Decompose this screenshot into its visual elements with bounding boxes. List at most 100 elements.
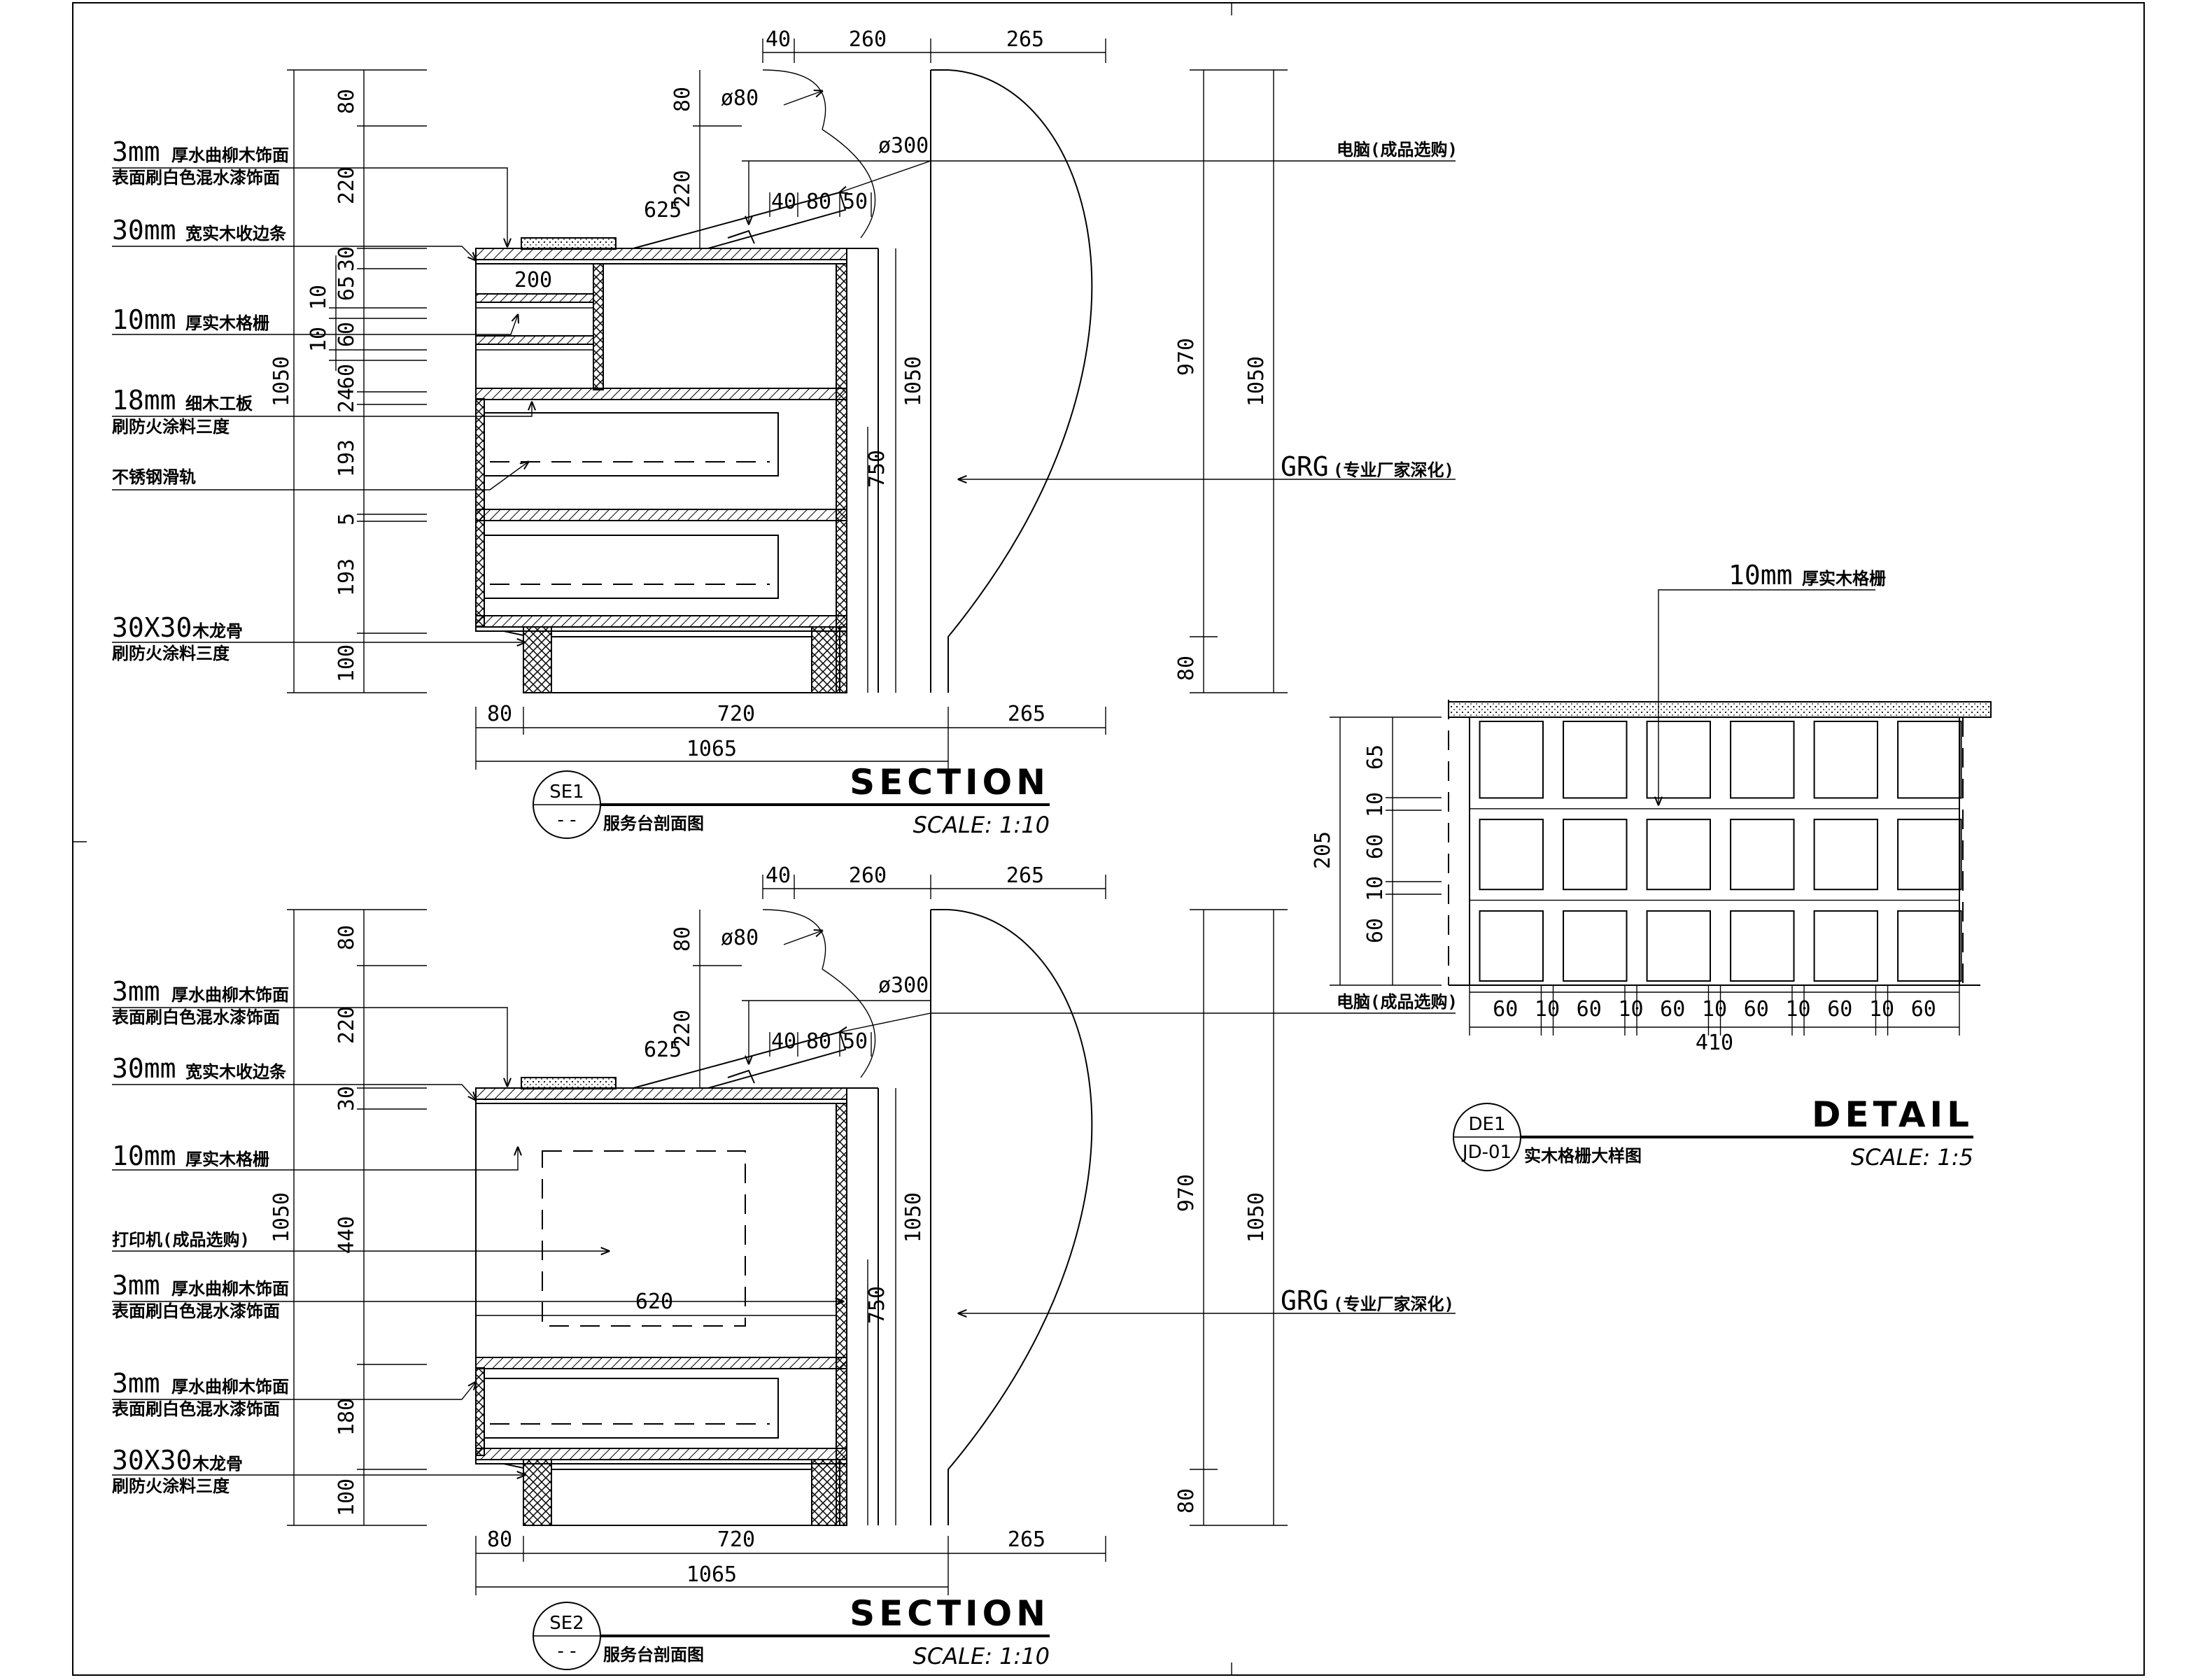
se1-ldim-3: 65	[334, 276, 359, 301]
se1-topdim-1: 260	[849, 27, 887, 52]
svg-text:3mm: 3mm	[112, 1368, 160, 1399]
se2-ldim-4: 180	[334, 1398, 359, 1436]
se1-keyboard	[521, 237, 617, 250]
se1-dim-ticks	[287, 69, 427, 693]
se1-ldim-4: 10	[307, 285, 331, 310]
se2-d970: 970	[1174, 1174, 1199, 1212]
de1-grid-cell	[1646, 721, 1712, 799]
svg-text:表面刷白色混水漆饰面: 表面刷白色混水漆饰面	[112, 1399, 280, 1419]
de1-grid-cell	[1479, 721, 1544, 799]
se2-ldim-2: 30	[334, 1086, 359, 1111]
de1-grid-cell	[1646, 910, 1712, 982]
se2-topsmall-1: 80	[806, 1029, 831, 1054]
se2-ldim-5: 100	[334, 1478, 359, 1516]
section-se2: 80 220 30 440 180 100 1050 40 260 265 80…	[112, 863, 1458, 1670]
svg-text:18mm: 18mm	[112, 385, 176, 416]
svg-text:30mm: 30mm	[112, 215, 176, 246]
svg-text:电脑(成品选购): 电脑(成品选购)	[1337, 140, 1458, 160]
se1-topsmall-2: 50	[843, 190, 868, 214]
de1-ldim-3: 10	[1363, 876, 1388, 901]
svg-text:厚水曲柳木饰面: 厚水曲柳木饰面	[171, 985, 289, 1005]
se2-phi300: ø300	[878, 973, 929, 998]
de1-grid-cell	[1646, 819, 1712, 891]
de1-bdim-4: 60	[1660, 997, 1685, 1022]
svg-text:不锈钢滑轨: 不锈钢滑轨	[112, 467, 196, 487]
de1-grid-cell	[1563, 910, 1628, 982]
se1-bdim-0: 80	[487, 702, 512, 726]
svg-text:GRG: GRG	[1281, 1285, 1329, 1316]
de1-grid-cell	[1479, 819, 1544, 891]
de1-bdim-total: 410	[1696, 1031, 1733, 1055]
de1-bdim-1: 10	[1535, 997, 1560, 1022]
de1-bdim-0: 60	[1493, 997, 1518, 1022]
svg-text:刷防火涂料三度: 刷防火涂料三度	[112, 417, 230, 437]
de1-bdim-7: 10	[1785, 997, 1810, 1022]
se2-printer	[542, 1150, 746, 1327]
se2-tag-caption: 服务台剖面图	[603, 1645, 704, 1665]
de1-scale: SCALE: 1:5	[1851, 1144, 1973, 1171]
se2-drawer	[484, 1378, 779, 1439]
de1-tag-top: DE1	[1469, 1114, 1506, 1135]
se2-callout-3: 打印机(成品选购)	[112, 1230, 609, 1251]
svg-text:30X30: 30X30	[112, 612, 192, 643]
se2-d80v: 80	[670, 926, 695, 952]
de1-grid-cell	[1730, 819, 1795, 891]
se1-rcallout-0: 电脑(成品选购)	[840, 140, 1458, 192]
se1-d1050-inner: 1050	[901, 356, 926, 407]
de1-grid-frame	[1469, 717, 1960, 986]
se2-ldim-total: 1050	[269, 1192, 294, 1243]
se1-ldim-1: 220	[334, 167, 359, 204]
de1-grid-cell	[1813, 819, 1879, 891]
se2-bdim-1: 720	[717, 1527, 755, 1552]
de1-bdim-5: 10	[1702, 997, 1727, 1022]
svg-text:10mm: 10mm	[112, 1141, 176, 1171]
svg-text:3mm: 3mm	[112, 136, 160, 167]
se1-callout-4: 不锈钢滑轨	[112, 462, 528, 490]
se1-countertop	[475, 248, 847, 260]
se1-d80-right: 80	[1174, 656, 1199, 681]
se1-d1050-right: 1050	[1244, 356, 1269, 407]
de1-ldim-0: 65	[1363, 744, 1388, 770]
de1-ldim-total: 205	[1311, 831, 1335, 869]
se1-carcass	[475, 263, 847, 632]
se2-callout-4: 3mm 厚水曲柳木饰面 表面刷白色混水漆饰面	[112, 1270, 843, 1321]
section-se1: 80 220 30 65 10 60 10 60 24 193 5 193 10…	[112, 27, 1458, 839]
se1-ldim-12: 100	[334, 644, 359, 682]
se1-rcallout-1: GRG (专业厂家深化)	[959, 451, 1456, 482]
svg-text:厚水曲柳木饰面: 厚水曲柳木饰面	[171, 1279, 289, 1299]
se2-d220v: 220	[670, 1010, 695, 1047]
se1-ldim-6: 10	[307, 327, 331, 352]
se1-bdim-1: 720	[717, 702, 755, 726]
se1-topsmall-1: 80	[806, 190, 831, 214]
se2-d1050-right: 1050	[1244, 1192, 1269, 1243]
se1-ldim-9: 193	[334, 439, 359, 477]
se1-tag-caption: 服务台剖面图	[603, 814, 704, 833]
svg-text:宽实木收边条: 宽实木收边条	[185, 224, 287, 243]
de1-grid-cells	[1470, 721, 1962, 982]
se1-tag-top: SE1	[549, 782, 584, 803]
de1-grid-cell	[1563, 721, 1628, 799]
se2-bdim-0: 80	[487, 1527, 512, 1552]
se2-callout-5: 3mm 厚水曲柳木饰面 表面刷白色混水漆饰面	[112, 1368, 476, 1419]
de1-grid-cell	[1897, 819, 1962, 891]
svg-text:刷防火涂料三度: 刷防火涂料三度	[112, 1476, 230, 1496]
se2-bdim-total: 1065	[686, 1562, 737, 1587]
se2-d625: 625	[644, 1038, 682, 1062]
de1-grid-cell	[1730, 721, 1795, 799]
svg-text:10mm: 10mm	[112, 304, 176, 335]
svg-text:(专业厂家深化): (专业厂家深化)	[1333, 1294, 1454, 1314]
se1-drawer-1	[484, 412, 779, 477]
se1-callout-2: 10mm 厚实木格栅	[112, 304, 518, 335]
de1-grid-cell	[1897, 910, 1962, 982]
de1-bdim-9: 10	[1869, 997, 1894, 1022]
se1-topdim-2: 265	[1006, 27, 1044, 52]
se1-vert-divider	[593, 263, 604, 390]
svg-text:细木工板: 细木工板	[185, 394, 253, 414]
de1-tag-caption: 实木格栅大样图	[1524, 1146, 1642, 1166]
svg-text:GRG: GRG	[1281, 451, 1329, 482]
se1-topdim-0: 40	[766, 27, 791, 52]
se1-ldim-7: 60	[334, 364, 359, 389]
de1-grid-cell	[1563, 819, 1628, 891]
se2-topdim-0: 40	[766, 863, 791, 888]
svg-text:打印机(成品选购): 打印机(成品选购)	[112, 1230, 250, 1250]
